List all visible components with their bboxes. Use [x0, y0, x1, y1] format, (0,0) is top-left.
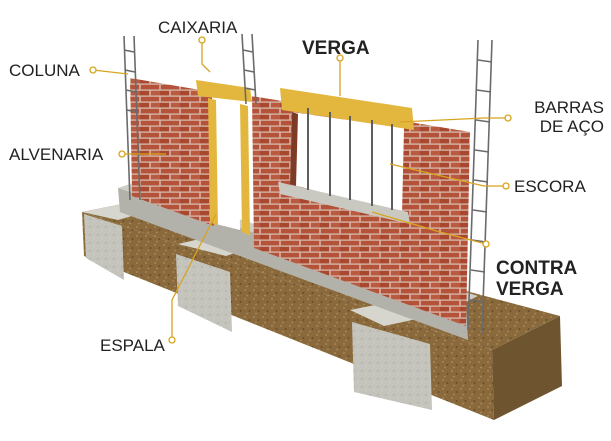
label-escora: ESCORA — [514, 177, 586, 196]
column-opening — [214, 100, 240, 230]
caixaria-top — [196, 80, 252, 102]
label-coluna: COLUNA — [9, 61, 80, 80]
column-formwork — [208, 98, 218, 226]
rebar-column-right — [467, 39, 493, 335]
label-barras-de-aco: BARRAS DE AÇO — [508, 98, 604, 136]
label-contra-verga: CONTRA VERGA — [496, 258, 577, 301]
leader-espala — [171, 213, 217, 340]
footing-block — [176, 254, 232, 332]
rebar-column-left — [123, 35, 141, 201]
label-verga: VERGA — [302, 38, 370, 59]
footing-block — [84, 214, 124, 280]
label-caixaria: CAIXARIA — [158, 18, 238, 37]
brick-left-panel — [130, 78, 214, 226]
footing-block — [352, 322, 432, 410]
rebar-columns — [123, 33, 493, 335]
leader-caixaria — [201, 40, 211, 73]
label-barras-line2: DE AÇO — [539, 117, 604, 137]
leader-dots — [89, 36, 512, 344]
window-reveal — [290, 112, 298, 186]
window-opening — [290, 112, 404, 214]
leader-barras — [399, 117, 508, 123]
grade-beam-front — [118, 188, 468, 340]
verga-formwork — [280, 88, 414, 130]
label-barras-line1: BARRAS — [534, 98, 604, 117]
leader-lines — [92, 40, 508, 340]
leader-coluna — [92, 69, 129, 75]
leader-contra — [371, 211, 487, 245]
column-formwork — [240, 104, 250, 236]
label-contra-line1: CONTRA — [496, 258, 578, 279]
label-espala: ESPALA — [100, 336, 165, 355]
rebar-column-center — [241, 33, 257, 105]
label-contra-line2: VERGA — [496, 279, 564, 301]
label-alvenaria: ALVENARIA — [9, 145, 104, 164]
lintel-formwork — [196, 80, 414, 210]
soil-side — [492, 316, 562, 420]
masonry-wall — [130, 78, 470, 326]
leader-escora — [389, 163, 506, 187]
